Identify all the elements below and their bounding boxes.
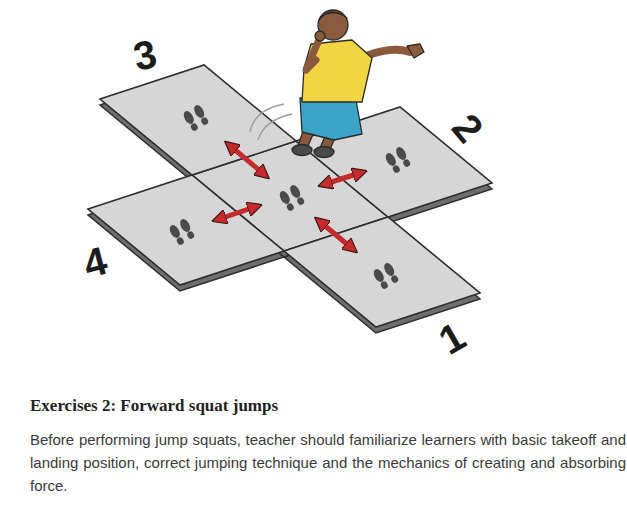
tile-face: [88, 175, 284, 285]
tile-outline: [100, 65, 296, 175]
callout-number: 2: [446, 107, 491, 150]
motion-line: [250, 104, 284, 132]
callout-number: 4: [79, 240, 111, 284]
hand: [407, 44, 424, 58]
mat-tile: 2: [296, 107, 492, 217]
arm: [366, 50, 410, 56]
footprints: [372, 261, 401, 290]
shoe: [292, 145, 312, 156]
tile-face: [100, 65, 296, 175]
motion-line: [258, 114, 292, 140]
footprints: [168, 217, 197, 246]
hand: [315, 31, 325, 41]
motion-lines: [250, 104, 292, 140]
leg: [298, 128, 314, 146]
leg: [320, 134, 336, 149]
boy-figure: [292, 10, 424, 158]
double-arrow: [322, 172, 363, 185]
double-arrow: [318, 220, 354, 250]
hair: [319, 12, 347, 20]
tile-face: [296, 107, 492, 217]
arm: [306, 42, 318, 70]
footprints: [278, 183, 307, 212]
double-arrow: [228, 144, 266, 176]
tile-outline: [284, 217, 480, 327]
mat-tile: 4: [88, 175, 284, 285]
callout-number: 1: [432, 315, 471, 361]
callout-number: 3: [130, 33, 160, 77]
tile-face: [284, 217, 480, 327]
head: [318, 10, 348, 40]
mat-tile: 1: [284, 217, 480, 327]
double-arrow: [216, 206, 258, 220]
tile-outline: [88, 175, 284, 285]
exercise-title: Exercises 2: Forward squat jumps: [30, 396, 278, 416]
shorts: [300, 98, 362, 140]
shoe: [314, 147, 334, 158]
footprints: [384, 145, 413, 174]
mat-tile: 3: [100, 65, 296, 175]
description-text: Before performing jump squats, teacher s…: [30, 428, 626, 497]
footprints: [182, 103, 211, 132]
jump-arrows: [216, 144, 363, 250]
shirt: [302, 40, 372, 102]
